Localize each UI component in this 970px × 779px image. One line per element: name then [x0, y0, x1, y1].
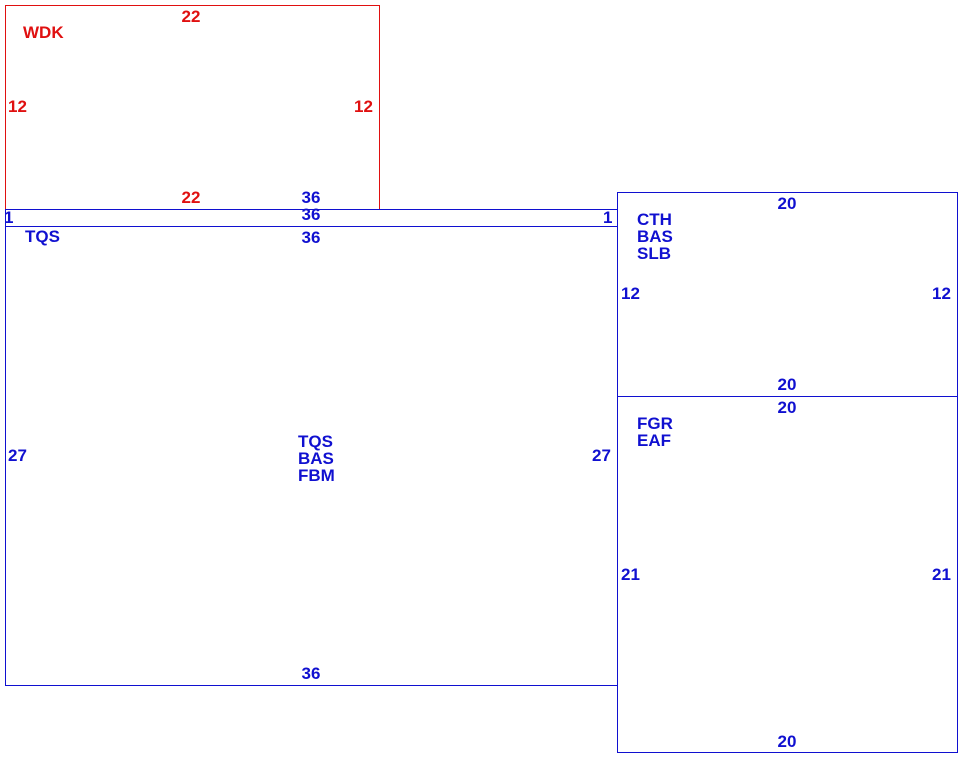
room-tqs-name: TQS: [25, 227, 60, 246]
room-fgr-left-dimension: 21: [621, 565, 640, 584]
room-strip-top-dimension: 36: [301, 188, 321, 207]
room-wdk-bottom-dimension: 22: [181, 188, 201, 207]
room-fgr-label: EAF: [637, 431, 671, 450]
room-cth-bottom-dimension: 20: [777, 375, 797, 394]
room-strip-left-dimension: 1: [4, 208, 14, 227]
room-cth-left-dimension: 12: [621, 284, 640, 303]
room-strip-middle-dimension: 36: [301, 205, 321, 224]
room-cth-label: SLB: [637, 244, 671, 263]
room-tqs-center-label: BAS: [298, 449, 334, 468]
room-tqs-center-labels: TQS BAS FBM: [298, 433, 335, 484]
room-tqs-left-dimension: 27: [8, 446, 27, 465]
room-cth-right-dimension: 12: [932, 284, 951, 303]
room-fgr-label: FGR: [637, 414, 673, 433]
room-tqs-center-label: FBM: [298, 466, 335, 485]
room-wdk-left-dimension: 12: [8, 97, 27, 116]
room-tqs-top-dimension: 36: [301, 228, 321, 247]
room-cth-label: CTH: [637, 210, 672, 229]
room-wdk-top-dimension: 22: [181, 7, 201, 26]
room-tqs-center-label: TQS: [298, 432, 333, 451]
room-fgr-labels: FGR EAF: [637, 415, 673, 449]
room-strip-right-dimension: 1: [603, 208, 613, 227]
room-fgr-top-dimension: 20: [777, 398, 797, 417]
room-cth-top-dimension: 20: [777, 194, 797, 213]
room-tqs-bottom-dimension: 36: [301, 664, 321, 683]
room-wdk-name: WDK: [23, 23, 64, 42]
room-cth-labels: CTH BAS SLB: [637, 211, 673, 262]
room-tqs-right-dimension: 27: [592, 446, 611, 465]
room-fgr: [617, 396, 958, 753]
room-cth-label: BAS: [637, 227, 673, 246]
room-fgr-bottom-dimension: 20: [777, 732, 797, 751]
room-fgr-right-dimension: 21: [932, 565, 951, 584]
room-wdk-right-dimension: 12: [354, 97, 373, 116]
